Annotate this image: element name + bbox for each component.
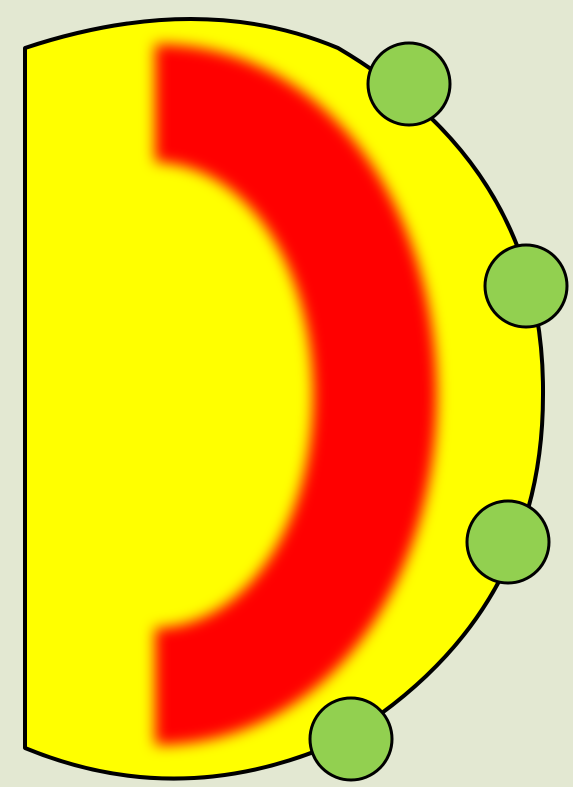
edge-circle-3	[467, 501, 549, 583]
edge-circle-4	[310, 698, 392, 780]
edge-circle-1	[368, 43, 450, 125]
edge-circle-2	[485, 245, 567, 327]
